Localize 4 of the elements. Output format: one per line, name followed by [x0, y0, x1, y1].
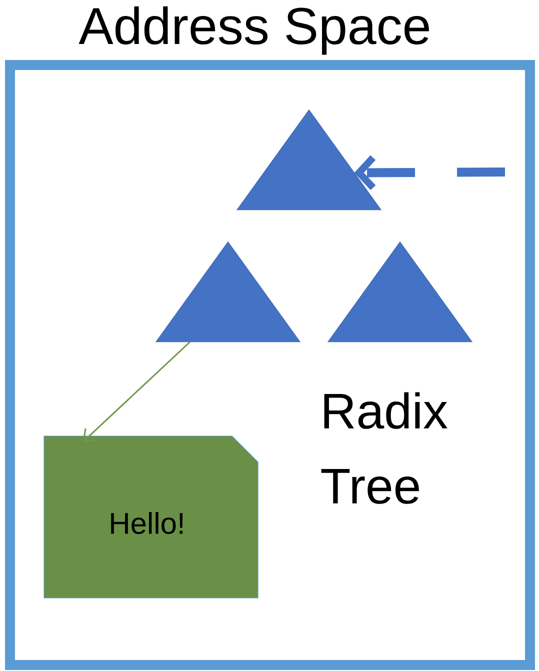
node-label: Address Space — [78, 6, 429, 55]
arrow — [354, 155, 506, 190]
arrow — [82, 341, 191, 442]
tree-label: Radix Tree — [321, 392, 448, 504]
